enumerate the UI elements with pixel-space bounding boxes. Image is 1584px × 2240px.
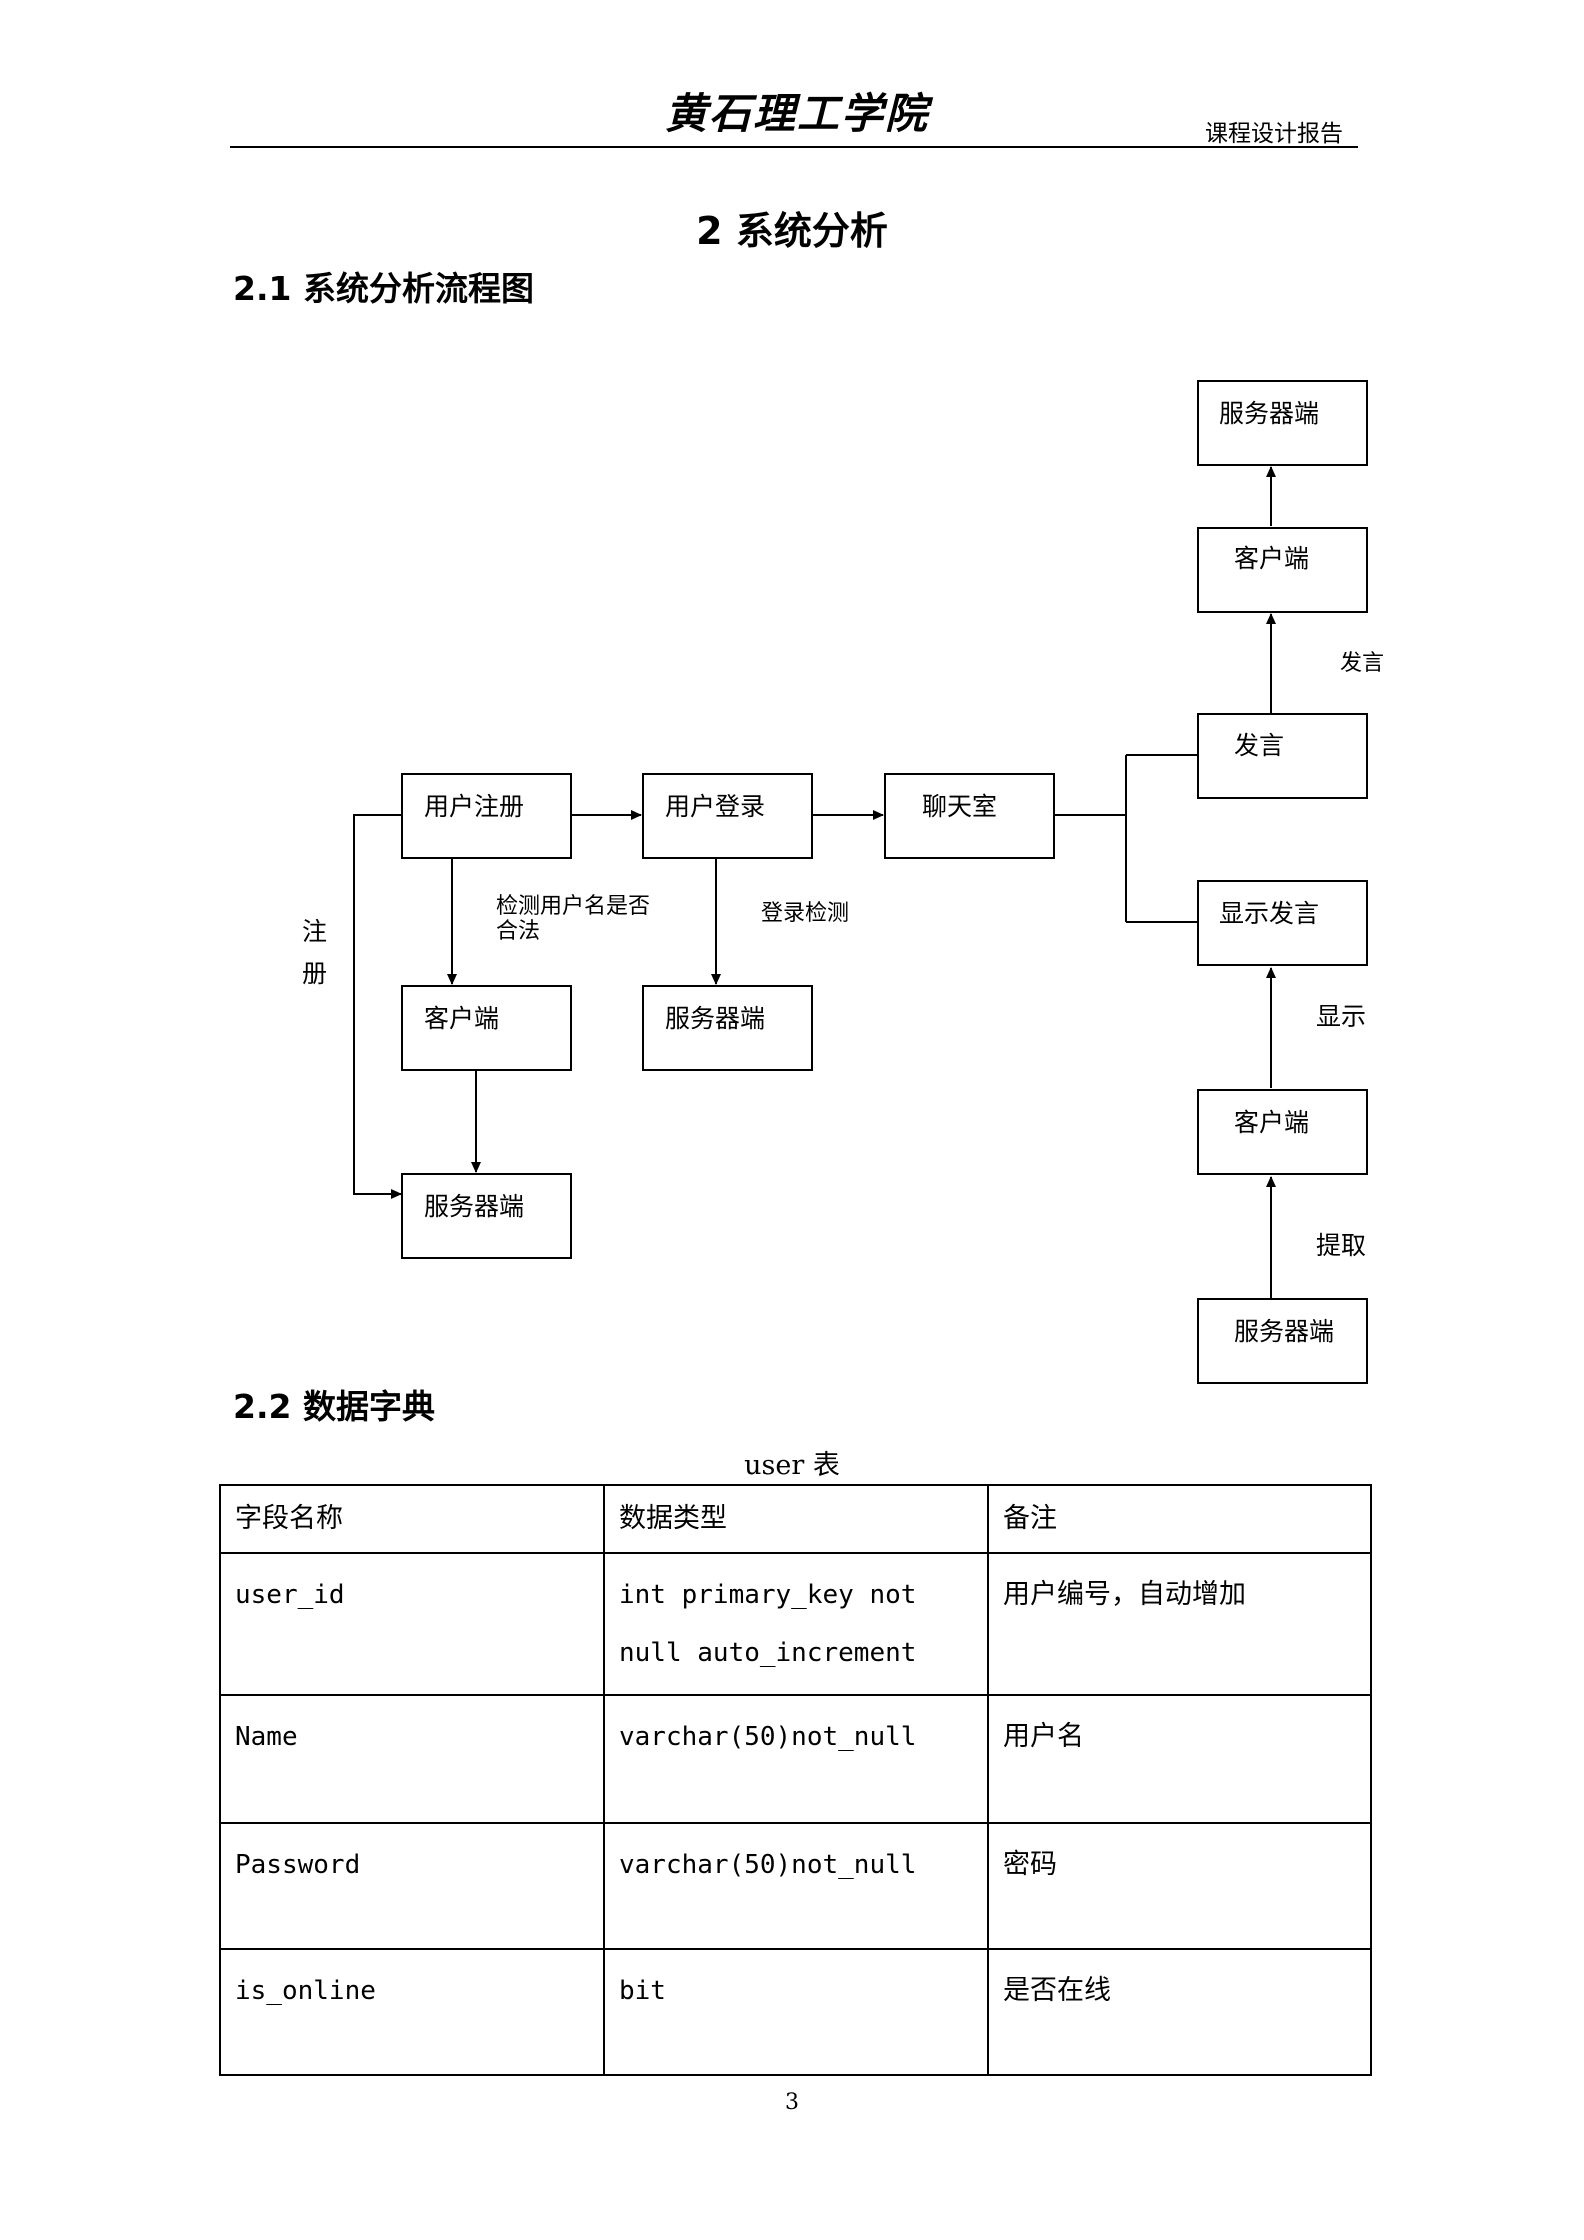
section-title-dictionary: 2.2 数据字典 bbox=[233, 1387, 435, 1426]
header-note: 备注 bbox=[987, 1484, 1372, 1554]
label-register-side-2: 册 bbox=[302, 959, 327, 988]
cell-type: int primary_key not null auto_increment bbox=[603, 1552, 989, 1696]
box-server-login-label: 服务器端 bbox=[665, 1004, 765, 1033]
cell-note: 用户名 bbox=[987, 1694, 1372, 1824]
flowchart-connectors bbox=[353, 466, 1276, 1299]
cell-type: varchar(50)not_null bbox=[603, 1822, 989, 1950]
report-type-label: 课程设计报告 bbox=[1205, 121, 1343, 147]
cell-note: 用户编号，自动增加 bbox=[987, 1552, 1372, 1696]
box-register-label: 用户注册 bbox=[424, 792, 524, 821]
label-register-side-1: 注 bbox=[302, 917, 327, 946]
box-login: 用户登录 bbox=[642, 773, 813, 859]
cell-field: user_id bbox=[219, 1552, 605, 1696]
table-row: Password varchar(50)not_null 密码 bbox=[219, 1822, 1372, 1950]
box-speak: 发言 bbox=[1197, 713, 1368, 799]
table-row: Name varchar(50)not_null 用户名 bbox=[219, 1694, 1372, 1824]
box-server-register-label: 服务器端 bbox=[424, 1192, 524, 1221]
section-title-flowchart: 2.1 系统分析流程图 bbox=[233, 269, 534, 308]
school-logo: 黄石理工学院 bbox=[665, 89, 930, 138]
cell-note: 密码 bbox=[987, 1822, 1372, 1950]
box-server-register: 服务器端 bbox=[401, 1173, 572, 1259]
system-flowchart: 用户注册 用户登录 聊天室 客户端 服务器端 服务器端 服务器端 客户端 bbox=[302, 380, 1384, 1384]
cell-field: Name bbox=[219, 1694, 605, 1824]
chapter-title: 2 系统分析 bbox=[696, 209, 888, 253]
cell-field: is_online bbox=[219, 1948, 605, 2076]
cell-field: Password bbox=[219, 1822, 605, 1950]
label-display: 显示 bbox=[1316, 1002, 1366, 1031]
box-login-label: 用户登录 bbox=[665, 792, 765, 821]
box-speak-label: 发言 bbox=[1234, 731, 1284, 760]
box-show-speech-label: 显示发言 bbox=[1219, 899, 1319, 928]
table-row: is_online bit 是否在线 bbox=[219, 1948, 1372, 2076]
box-client-register-label: 客户端 bbox=[424, 1004, 499, 1033]
box-show-speech: 显示发言 bbox=[1197, 880, 1368, 966]
table-row: user_id int primary_key not null auto_in… bbox=[219, 1552, 1372, 1696]
box-server-bottom-label: 服务器端 bbox=[1234, 1317, 1334, 1346]
header-field-name: 字段名称 bbox=[219, 1484, 605, 1554]
cell-type: varchar(50)not_null bbox=[603, 1694, 989, 1824]
box-client-register: 客户端 bbox=[401, 985, 572, 1071]
box-chatroom-label: 聊天室 bbox=[922, 792, 997, 821]
label-check-username-line1: 检测用户名是否 bbox=[496, 894, 650, 919]
box-server-bottom: 服务器端 bbox=[1197, 1298, 1368, 1384]
table-header-row: 字段名称 数据类型 备注 bbox=[219, 1484, 1372, 1554]
box-server-login: 服务器端 bbox=[642, 985, 813, 1071]
header-divider bbox=[230, 146, 1358, 148]
label-speak: 发言 bbox=[1340, 651, 1384, 676]
table-caption: user 表 bbox=[744, 1450, 840, 1481]
box-client-top: 客户端 bbox=[1197, 527, 1368, 613]
box-server-top-label: 服务器端 bbox=[1219, 399, 1319, 428]
page-number: 3 bbox=[785, 2090, 799, 2115]
label-login-check: 登录检测 bbox=[761, 901, 849, 926]
box-chatroom: 聊天室 bbox=[884, 773, 1055, 859]
header-data-type: 数据类型 bbox=[603, 1484, 989, 1554]
cell-type: bit bbox=[603, 1948, 989, 2076]
label-check-username-line2: 合法 bbox=[496, 919, 540, 944]
box-register: 用户注册 bbox=[401, 773, 572, 859]
cell-note: 是否在线 bbox=[987, 1948, 1372, 2076]
box-client-top-label: 客户端 bbox=[1234, 544, 1309, 573]
label-fetch: 提取 bbox=[1316, 1231, 1366, 1260]
user-table: 字段名称 数据类型 备注 user_id int primary_key not… bbox=[219, 1484, 1372, 2076]
box-client-bottom: 客户端 bbox=[1197, 1089, 1368, 1175]
box-server-top: 服务器端 bbox=[1197, 380, 1368, 466]
box-client-bottom-label: 客户端 bbox=[1234, 1108, 1309, 1137]
arrow-register-loop-to-server bbox=[353, 814, 402, 1199]
